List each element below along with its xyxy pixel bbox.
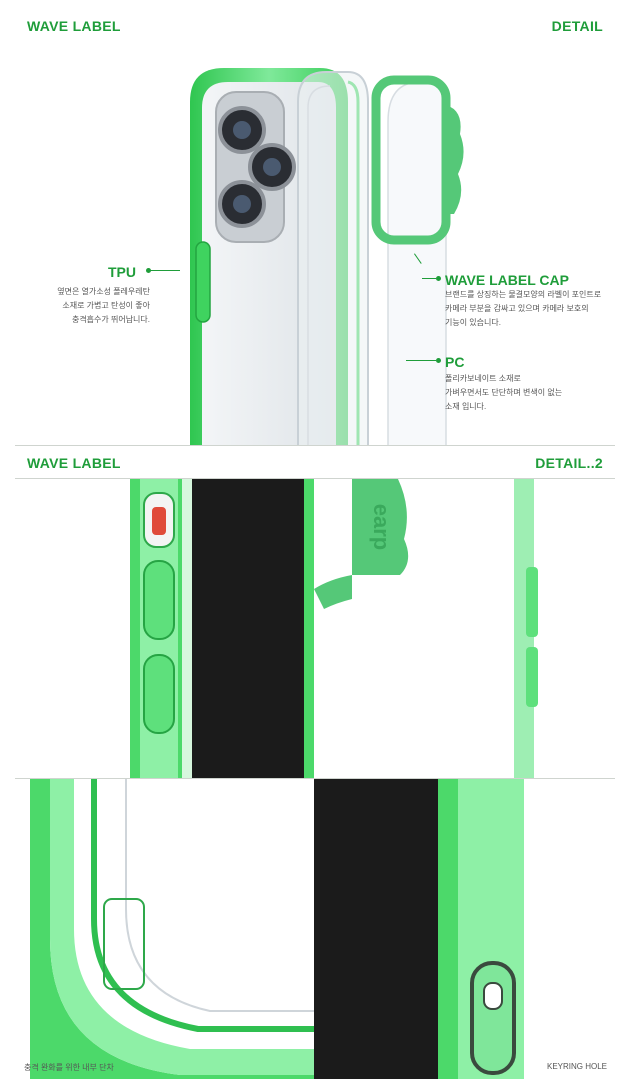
pc-pointer-dot	[436, 358, 441, 363]
tpu-title: TPU	[108, 264, 136, 280]
section-divider-2	[15, 478, 615, 479]
tpu-pointer-dot	[146, 268, 151, 273]
cap-description: 브랜드를 상징하는 물결모양의 라벨이 포인트로 카메라 부분을 감싸고 있으며…	[445, 290, 602, 327]
tpu-pointer-line	[150, 270, 180, 271]
section-divider-1	[15, 445, 615, 446]
section-divider-3	[15, 778, 615, 779]
section1-right-header: DETAIL	[551, 18, 603, 34]
label-emboss-text: earp	[368, 503, 394, 551]
side-detail-illustration	[130, 479, 538, 779]
cap-pointer-dot	[436, 276, 441, 281]
pc-title: PC	[445, 354, 465, 370]
phone-case-illustration	[190, 68, 447, 446]
wave-label-cap-illustration	[371, 75, 464, 245]
section2-right-header: DETAIL..2	[535, 455, 603, 471]
section2-left-header: WAVE LABEL	[27, 455, 121, 471]
pc-pointer-line	[406, 360, 436, 361]
keyring-hole-caption: KEYRING HOLE	[546, 1062, 607, 1071]
embossed-label-section2: earp	[352, 482, 410, 572]
inner-step-illustration	[30, 779, 320, 1079]
section1-left-header: WAVE LABEL	[27, 18, 121, 34]
cap-pointer-line-h	[422, 278, 436, 279]
cap-title: WAVE LABEL CAP	[445, 272, 569, 288]
tpu-description: 옆면은 열가소성 폴레우레탄 소재로 가볍고 탄성이 좋아 충격흡수가 뛰어납니…	[57, 287, 150, 324]
keyring-hole-illustration	[314, 779, 524, 1079]
keyring-hole-shape	[470, 961, 516, 1075]
inner-step-caption: 충격 완화를 위한 내부 단차	[24, 1063, 114, 1072]
pc-description: 폴리카보네이트 소재로 가벼우면서도 단단하며 변색이 없는 소재 입니다.	[445, 374, 563, 411]
